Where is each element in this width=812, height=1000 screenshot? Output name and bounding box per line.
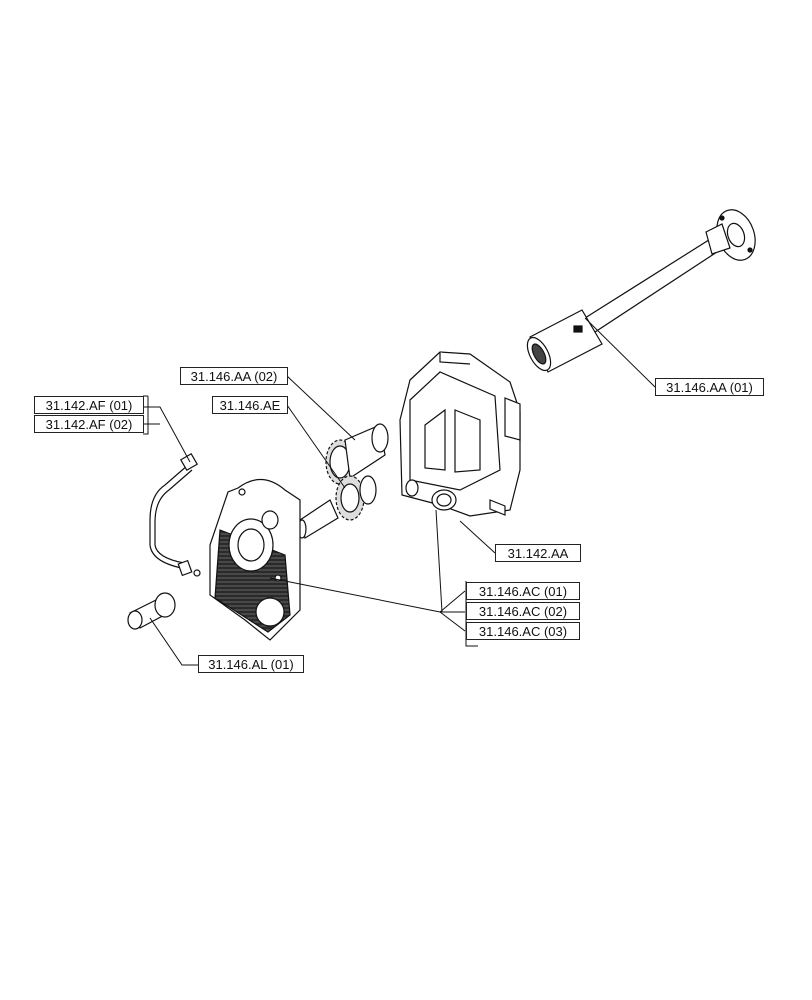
callout-pipe-01[interactable]: 31.142.AF (01) <box>34 396 144 414</box>
coupling-sleeve <box>526 309 603 373</box>
output-shaft <box>584 209 756 333</box>
callout-driven-gear[interactable]: 31.146.AA (02) <box>180 367 288 385</box>
driven-gear <box>325 423 389 485</box>
callout-housing[interactable]: 31.142.AA <box>495 544 581 562</box>
callout-cover-03[interactable]: 31.146.AC (03) <box>466 622 580 640</box>
callout-plug[interactable]: 31.146.AL (01) <box>198 655 304 673</box>
leader-lines <box>143 317 656 666</box>
callout-shaft-assembly[interactable]: 31.146.AA (01) <box>655 378 764 396</box>
callout-drive-gear[interactable]: 31.146.AE <box>212 396 288 414</box>
gearbox-housing <box>399 351 521 517</box>
lubrication-pipe <box>149 452 201 577</box>
callout-pipe-02[interactable]: 31.142.AF (02) <box>34 415 144 433</box>
drive-gear <box>297 475 377 539</box>
callout-cover-01[interactable]: 31.146.AC (01) <box>466 582 580 600</box>
callout-cover-02[interactable]: 31.146.AC (02) <box>466 602 580 620</box>
plug <box>127 592 176 630</box>
cover-plate <box>209 478 301 641</box>
